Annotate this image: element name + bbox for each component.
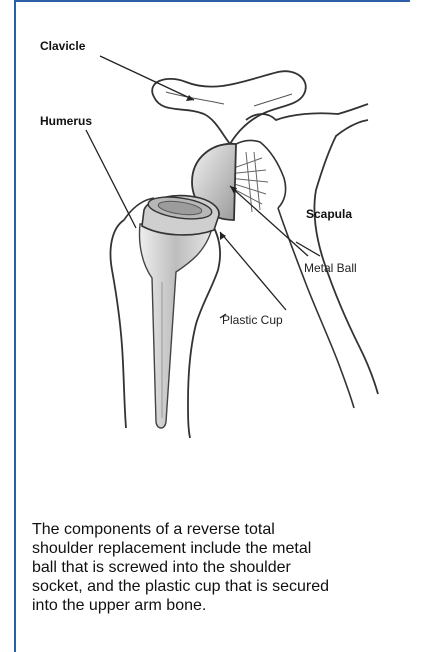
humerus-label: Humerus (40, 114, 92, 128)
shoulder-illustration: Clavicle Humerus Scapula Metal Ball Plas… (16, 2, 412, 452)
figure-caption: The components of a reverse total should… (32, 520, 332, 615)
humeral-stem (140, 224, 213, 428)
clavicle-label: Clavicle (40, 39, 86, 53)
metal-ball-label: Metal Ball (304, 261, 357, 275)
plastic-cup-label: Plastic Cup (222, 313, 283, 327)
clavicle-bone (152, 71, 306, 144)
scapula-label: Scapula (306, 207, 352, 221)
shoulder-diagram: Clavicle Humerus Scapula Metal Ball Plas… (16, 2, 412, 452)
figure-frame: Clavicle Humerus Scapula Metal Ball Plas… (14, 0, 410, 652)
